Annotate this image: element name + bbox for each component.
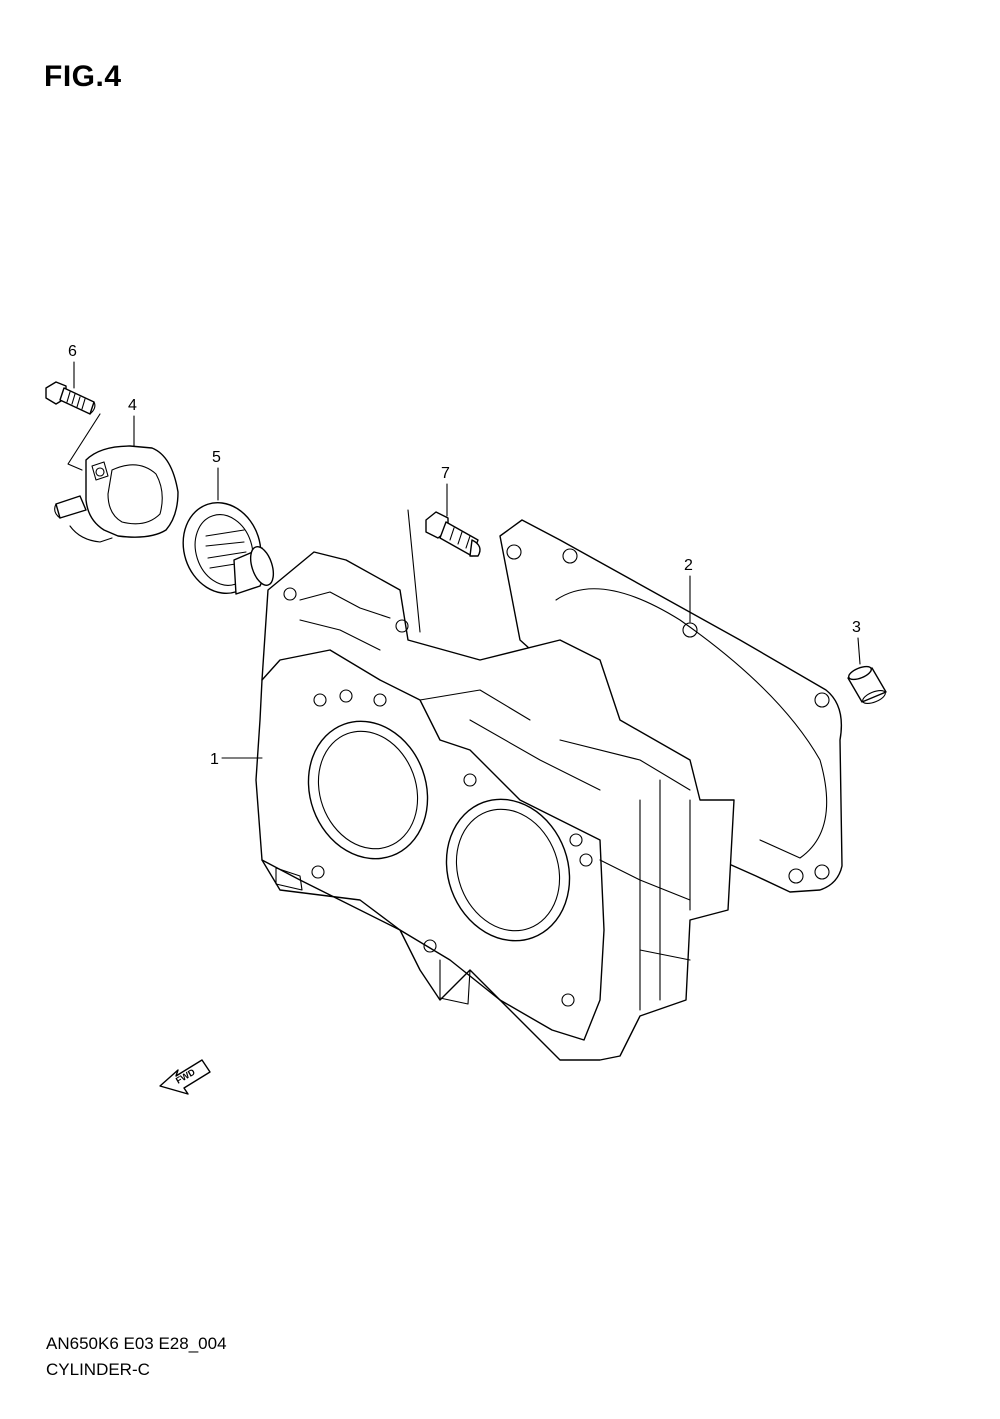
svg-text:3: 3 — [852, 619, 861, 636]
svg-text:6: 6 — [68, 343, 77, 360]
callout-7: 7 — [441, 465, 450, 517]
callout-5: 5 — [212, 449, 221, 501]
thermostat-housing-part-4[interactable] — [54, 445, 179, 543]
drawing-name: CYLINDER-C — [46, 1360, 150, 1379]
leader-fitting-to-cylinder — [407, 509, 421, 633]
dowel-pin-part-3[interactable] — [847, 664, 887, 706]
fwd-arrow-icon: FWD — [159, 1059, 211, 1095]
cylinder-part-1[interactable] — [255, 551, 735, 1061]
callout-6: 6 — [68, 343, 77, 389]
drawing-code: AN650K6 E03 E28_004 — [46, 1334, 227, 1353]
thermostat-part-5[interactable] — [172, 493, 278, 604]
leader-bolt-to-holder — [67, 413, 101, 471]
callout-1: 1 — [210, 751, 263, 768]
callout-3: 3 — [852, 619, 861, 665]
svg-text:5: 5 — [212, 449, 221, 466]
svg-text:4: 4 — [128, 397, 137, 414]
svg-text:2: 2 — [684, 557, 693, 574]
svg-text:7: 7 — [441, 465, 450, 482]
head-gasket-part-2[interactable] — [499, 519, 843, 893]
svg-text:1: 1 — [210, 751, 219, 768]
callout-2: 2 — [684, 557, 693, 623]
bolt-part-6[interactable] — [45, 381, 96, 415]
callout-4: 4 — [128, 397, 137, 447]
fitting-part-7[interactable] — [425, 511, 481, 557]
figure-title: FIG.4 — [44, 60, 122, 93]
